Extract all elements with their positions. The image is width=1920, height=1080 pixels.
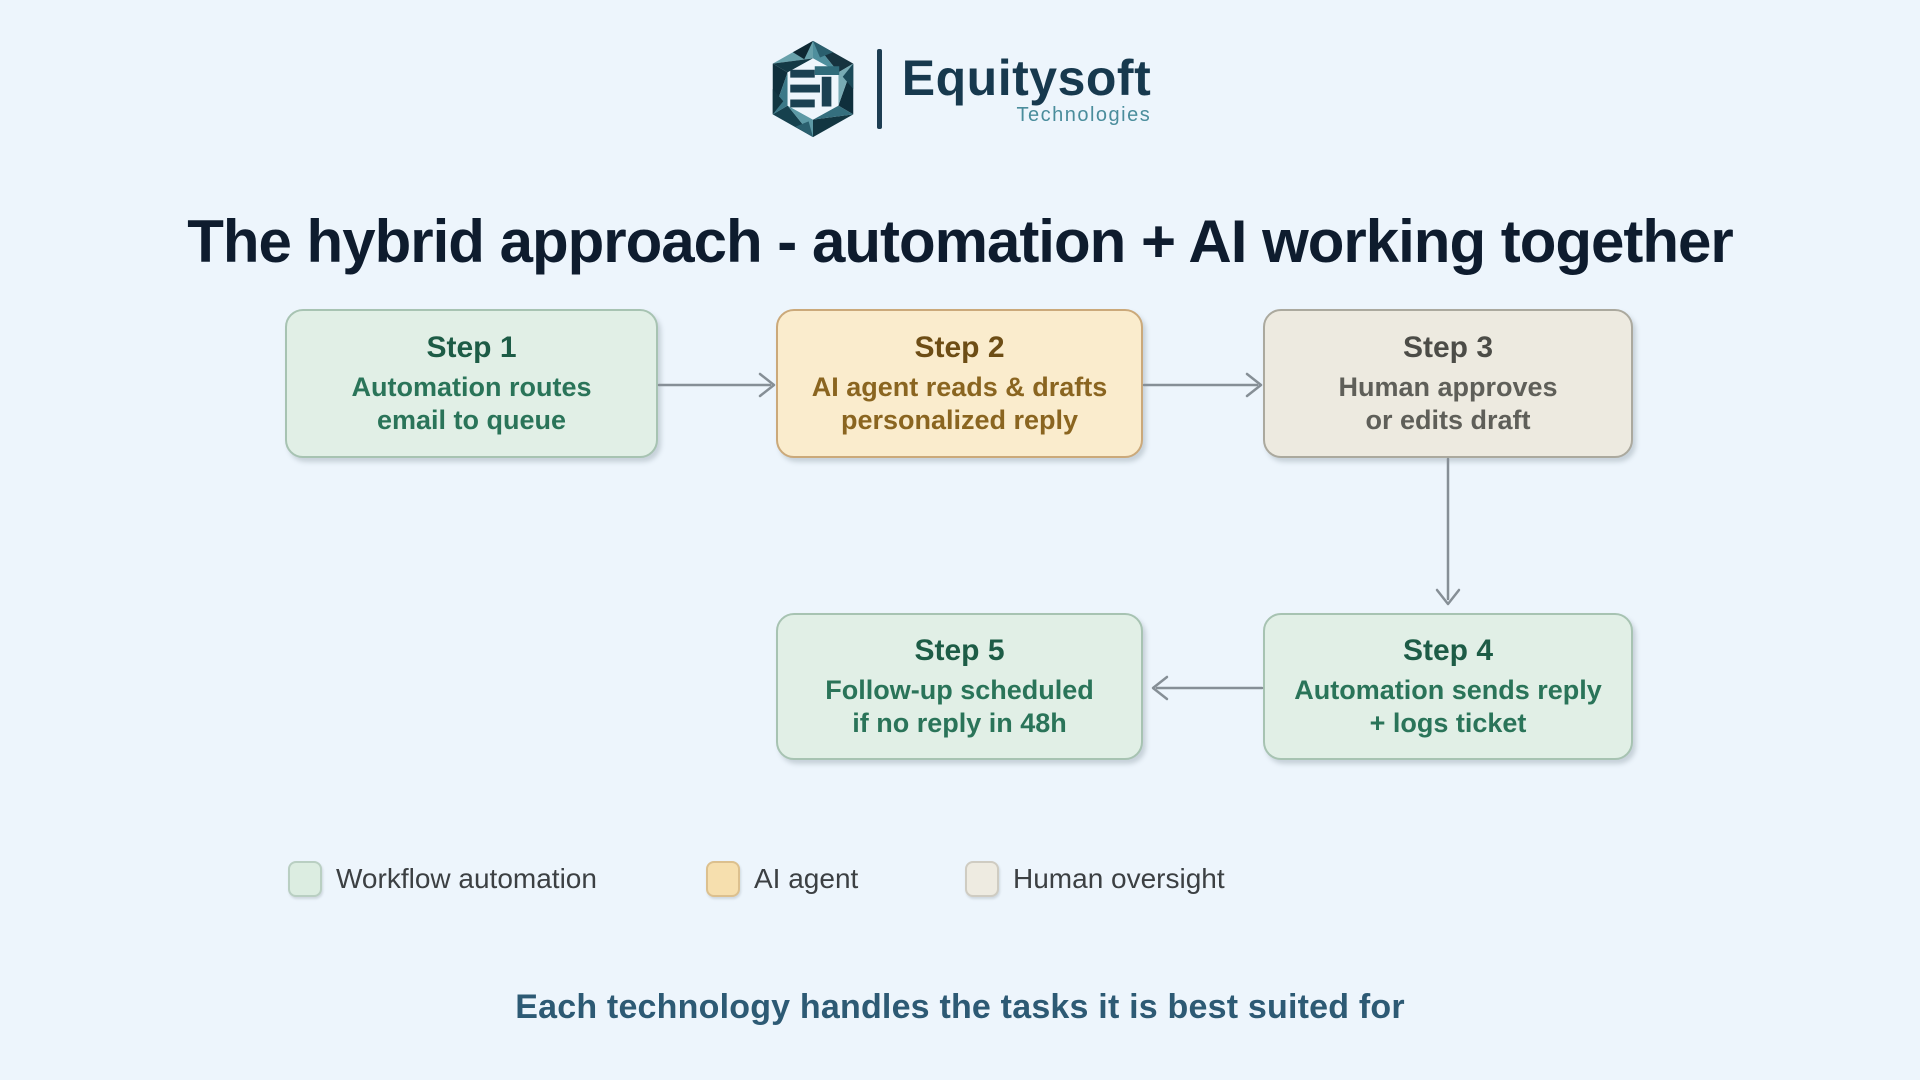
legend-swatch-workflow-automation: [288, 861, 322, 897]
legend-item-ai-agent: AI agent: [706, 861, 858, 897]
step-1-line-1: Automation routes: [351, 372, 592, 403]
arrow-step3-to-step4-icon: [1435, 457, 1461, 606]
step-box-2: Step 2 AI agent reads & drafts personali…: [776, 309, 1143, 458]
logo: Equitysoft Technologies: [0, 40, 1920, 138]
legend-label-ai-agent: AI agent: [754, 863, 859, 894]
step-1-line-2: email to queue: [376, 405, 567, 435]
logo-brand-text: Equitysoft: [901, 50, 1152, 106]
step-box-1: Step 1 Automation routes email to queue: [285, 309, 658, 458]
legend-item-human-oversight: Human oversight: [965, 861, 1225, 897]
step-5-title: Step 5: [914, 634, 1005, 668]
step-2-line-2: personalized reply: [840, 405, 1079, 435]
step-4-line-1: Automation sends reply: [1294, 675, 1602, 706]
logo-divider: [876, 49, 882, 129]
step-5-line-1: Follow-up scheduled: [825, 675, 1094, 706]
legend-swatch-ai-agent: [706, 861, 740, 897]
arrow-step1-to-step2-icon: [657, 372, 776, 398]
step-2-line-1: AI agent reads & drafts: [811, 372, 1108, 403]
legend-item-workflow-automation: Workflow automation: [288, 861, 597, 897]
bottom-caption: Each technology handles the tasks it is …: [515, 988, 1405, 1026]
step-box-3: Step 3 Human approves or edits draft: [1263, 309, 1633, 458]
legend-swatch-human-oversight: [965, 861, 999, 897]
step-3-line-2: or edits draft: [1365, 405, 1531, 435]
page-title: The hybrid approach - automation + AI wo…: [187, 208, 1734, 276]
step-4-line-2: + logs ticket: [1369, 708, 1527, 738]
arrow-step2-to-step3-icon: [1142, 372, 1263, 398]
legend-label-workflow-automation: Workflow automation: [336, 863, 597, 894]
equitysoft-hexagon-logo-icon: [772, 40, 854, 138]
step-box-5: Step 5 Follow-up scheduled if no reply i…: [776, 613, 1143, 760]
legend-label-human-oversight: Human oversight: [1013, 863, 1225, 894]
step-1-title: Step 1: [426, 331, 517, 365]
step-box-4: Step 4 Automation sends reply + logs tic…: [1263, 613, 1633, 760]
step-2-title: Step 2: [914, 331, 1005, 365]
step-3-title: Step 3: [1402, 331, 1494, 365]
logo-sub-text: Technologies: [1016, 104, 1152, 126]
step-4-title: Step 4: [1402, 634, 1494, 668]
step-5-line-2: if no reply in 48h: [852, 708, 1067, 738]
step-3-line-1: Human approves: [1338, 372, 1558, 403]
arrow-step4-to-step5-icon: [1151, 675, 1264, 701]
